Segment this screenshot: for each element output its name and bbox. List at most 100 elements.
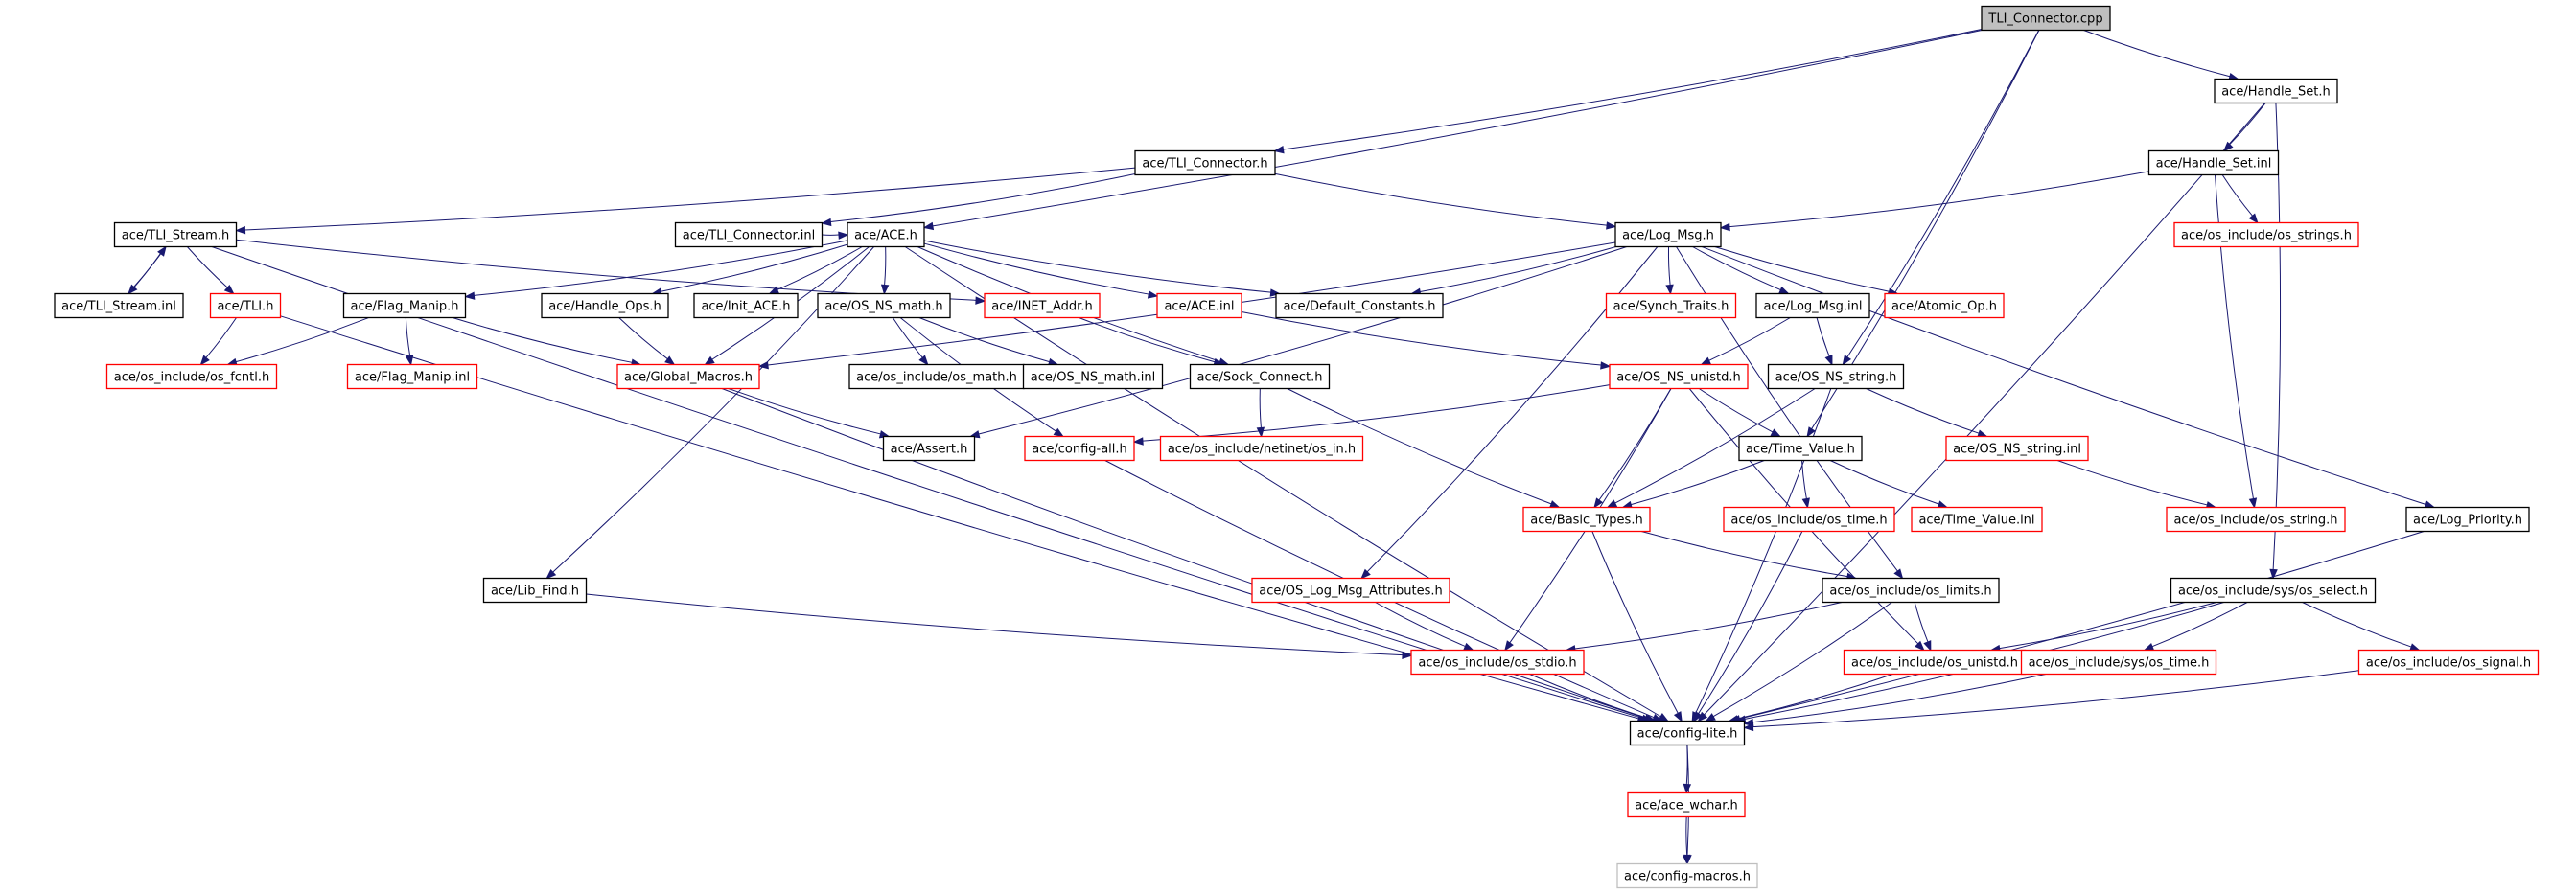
- node-label: ace/TLI_Stream.inl: [61, 300, 176, 314]
- node-tli-stream-inl[interactable]: ace/TLI_Stream.inl: [54, 292, 184, 319]
- node-tli-connector-h[interactable]: ace/TLI_Connector.h: [1134, 149, 1276, 176]
- node-handle-set-inl[interactable]: ace/Handle_Set.inl: [2147, 149, 2280, 176]
- edge-inet-addr-h-to-sock-connect-h: [1079, 317, 1224, 367]
- node-os-ns-math-inl[interactable]: ace/OS_NS_math.inl: [1022, 363, 1164, 390]
- node-handle-ops-h[interactable]: ace/Handle_Ops.h: [541, 292, 669, 319]
- node-os-select-h[interactable]: ace/os_include/sys/os_select.h: [2170, 577, 2377, 604]
- edge-line: [1829, 460, 1939, 505]
- node-os-ns-string-h[interactable]: ace/OS_NS_string.h: [1767, 363, 1905, 390]
- node-log-msg-h[interactable]: ace/Log_Msg.h: [1614, 221, 1722, 248]
- node-box: [1843, 649, 2027, 676]
- node-os-stdio-h[interactable]: ace/os_include/os_stdio.h: [1410, 649, 1585, 676]
- edge-line: [1375, 602, 1466, 647]
- node-label: ace/os_include/os_fcntl.h: [114, 371, 269, 385]
- edge-flag-manip-h-to-flag-manip-inl: [405, 317, 414, 366]
- node-os-ns-unistd-h[interactable]: ace/OS_NS_unistd.h: [1609, 363, 1749, 390]
- edge-line: [1846, 30, 2040, 358]
- edge-arrowhead: [2222, 141, 2234, 152]
- node-lib-find-h[interactable]: ace/Lib_Find.h: [482, 577, 588, 604]
- edge-os-ns-unistd-h-to-basic-types-h: [1593, 388, 1672, 509]
- edge-os-limits-h-to-os-stdio-h: [1565, 602, 1843, 653]
- node-os-time-h[interactable]: ace/os_include/os_time.h: [1723, 506, 1895, 533]
- edge-line: [1241, 311, 1602, 366]
- node-label: ace/Time_Value.inl: [1918, 514, 2034, 528]
- node-os-fcntl-h[interactable]: ace/os_include/os_fcntl.h: [105, 363, 278, 390]
- node-label: TLI_Connector.cpp: [1987, 12, 2102, 27]
- node-synch-traits-h[interactable]: ace/Synch_Traits.h: [1605, 292, 1737, 319]
- edge-line: [1739, 531, 2425, 720]
- node-os-log-msg-attributes-h[interactable]: ace/OS_Log_Msg_Attributes.h: [1251, 577, 1450, 604]
- node-assert-h[interactable]: ace/Assert.h: [882, 435, 976, 462]
- node-flag-manip-h[interactable]: ace/Flag_Manip.h: [342, 292, 467, 319]
- node-handle-set-h[interactable]: ace/Handle_Set.h: [2214, 78, 2338, 104]
- node-config-macros-h[interactable]: ace/config-macros.h: [1616, 862, 1758, 889]
- edge-line: [923, 242, 1149, 295]
- edge-handle-set-h-to-handle-set-inl: [2222, 103, 2266, 152]
- node-label: ace/os_include/os_math.h: [856, 371, 1017, 385]
- node-inet-addr-h[interactable]: ace/INET_Addr.h: [984, 292, 1101, 319]
- node-log-priority-h[interactable]: ace/Log_Priority.h: [2405, 506, 2530, 533]
- edge-line: [1529, 674, 1648, 719]
- edge-line: [1614, 388, 1816, 504]
- node-tli-stream-h[interactable]: ace/TLI_Stream.h: [113, 221, 238, 248]
- node-tli-h[interactable]: ace/TLI.h: [209, 292, 282, 319]
- node-label: ace/Atomic_Op.h: [1891, 300, 1997, 314]
- node-os-unistd-h[interactable]: ace/os_include/os_unistd.h: [1843, 649, 2027, 676]
- node-label: ace/os_include/netinet/os_in.h: [1168, 443, 1356, 457]
- node-box: [1605, 292, 1737, 319]
- node-os-in-h[interactable]: ace/os_include/netinet/os_in.h: [1159, 435, 1364, 462]
- edge-arrowhead: [1606, 499, 1618, 509]
- node-label: ace/os_include/os_strings.h: [2181, 229, 2352, 243]
- node-os-signal-h[interactable]: ace/os_include/os_signal.h: [2357, 649, 2540, 676]
- node-box: [1022, 363, 1164, 390]
- node-label: ace/os_include/sys/os_select.h: [2178, 585, 2368, 599]
- edge-line: [474, 240, 848, 296]
- node-label: ace/TLI.h: [218, 300, 274, 314]
- node-sock-connect-h[interactable]: ace/Sock_Connect.h: [1189, 363, 1331, 390]
- node-global-macros-h[interactable]: ace/Global_Macros.h: [616, 363, 760, 390]
- node-label: ace/os_include/os_time.h: [1730, 514, 1887, 528]
- edge-line: [1708, 317, 1791, 361]
- node-ace-inl[interactable]: ace/ACE.inl: [1156, 292, 1242, 319]
- edge-handle-set-inl-to-log-msg-h: [1719, 171, 2149, 232]
- node-log-msg-inl[interactable]: ace/Log_Msg.inl: [1755, 292, 1870, 319]
- node-ace-h[interactable]: ace/ACE.h: [847, 221, 925, 248]
- node-tli-connector-inl[interactable]: ace/TLI_Connector.inl: [674, 221, 824, 248]
- edge-line: [1698, 388, 1774, 433]
- edge-line: [1752, 670, 2359, 728]
- node-config-lite-h[interactable]: ace/config-lite.h: [1629, 720, 1746, 746]
- edge-arrowhead: [1600, 361, 1612, 370]
- node-os-string-h[interactable]: ace/os_include/os_string.h: [2166, 506, 2346, 533]
- edge-arrowhead: [1705, 713, 1716, 722]
- edge-line: [1667, 246, 1671, 286]
- node-time-value-inl[interactable]: ace/Time_Value.inl: [1911, 506, 2043, 533]
- node-os-ns-math-h[interactable]: ace/OS_NS_math.h: [817, 292, 951, 319]
- edge-arrowhead: [2269, 568, 2278, 580]
- node-sys-os-time-h[interactable]: ace/os_include/sys/os_time.h: [2020, 649, 2217, 676]
- edge-arrowhead: [545, 568, 557, 580]
- edge-time-value-h-to-time-value-inl: [1829, 460, 1949, 509]
- edge-arrowhead: [1893, 568, 1904, 580]
- edge-os-select-h-to-os-unistd-h: [1989, 602, 2217, 653]
- node-config-all-h[interactable]: ace/config-all.h: [1024, 435, 1135, 462]
- node-root[interactable]: TLI_Connector.cpp: [1981, 5, 2111, 32]
- node-os-limits-h[interactable]: ace/os_include/os_limits.h: [1822, 577, 2000, 604]
- node-os-ns-string-inl[interactable]: ace/OS_NS_string.inl: [1945, 435, 2089, 462]
- node-box: [1522, 506, 1651, 533]
- node-os-strings-h[interactable]: ace/os_include/os_strings.h: [2173, 221, 2359, 248]
- edge-ace-h-to-default-constants-h: [923, 240, 1281, 297]
- node-box: [1134, 149, 1276, 176]
- node-os-math-h[interactable]: ace/os_include/os_math.h: [848, 363, 1025, 390]
- node-default-constants-h[interactable]: ace/Default_Constants.h: [1275, 292, 1444, 319]
- edge-line: [452, 317, 633, 363]
- node-box: [1616, 862, 1758, 889]
- edge-ace-h-to-ace-inl: [923, 242, 1159, 299]
- node-ace-wchar-h[interactable]: ace/ace_wchar.h: [1627, 791, 1746, 818]
- node-flag-manip-inl[interactable]: ace/Flag_Manip.inl: [346, 363, 478, 390]
- node-basic-types-h[interactable]: ace/Basic_Types.h: [1522, 506, 1651, 533]
- node-init-ace-h[interactable]: ace/Init_ACE.h: [693, 292, 799, 319]
- edge-tli-stream-h-to-tli-h: [186, 246, 235, 295]
- node-time-value-h[interactable]: ace/Time_Value.h: [1738, 435, 1863, 462]
- node-atomic-op-h[interactable]: ace/Atomic_Op.h: [1884, 292, 2005, 319]
- node-label: ace/os_include/os_unistd.h: [1851, 656, 2018, 671]
